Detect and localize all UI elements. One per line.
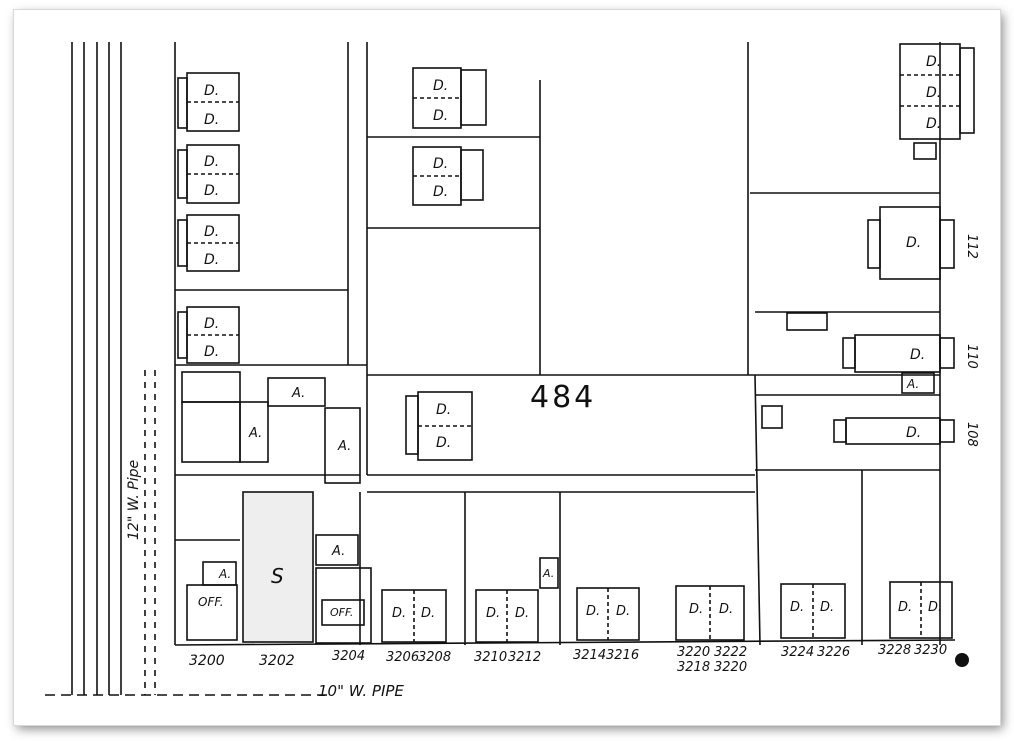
left-boundary-lines — [71, 42, 156, 695]
building-code: D. — [928, 600, 942, 615]
accessory-label: A. — [337, 439, 351, 454]
building-code: D. — [421, 606, 435, 621]
building-code: D. — [790, 600, 804, 615]
building-code: D. — [204, 183, 219, 199]
side-address: 112 — [964, 234, 979, 259]
address-number: 3216 — [606, 648, 639, 663]
building-code: D. — [204, 316, 219, 332]
building-code: D. — [204, 344, 219, 360]
left-houses — [177, 72, 240, 364]
building-code: D. — [436, 402, 451, 418]
office-label: OFF. — [198, 595, 224, 609]
block-number: 484 — [530, 380, 596, 415]
building-code: D. — [433, 156, 448, 172]
street-pipe-label: 10" W. PIPE — [318, 682, 404, 700]
building-code: D. — [204, 252, 219, 268]
building-code: D. — [898, 600, 912, 615]
building-code: D. — [436, 435, 451, 451]
address-number: 3212 — [508, 650, 541, 665]
building-code: D. — [392, 606, 406, 621]
building-code: D. — [204, 112, 219, 128]
side-pipe-label: 12" W. Pipe — [126, 460, 142, 540]
address-number: 3224 — [781, 645, 814, 660]
address-number: 3204 — [332, 649, 365, 664]
building-code: D. — [433, 108, 448, 124]
building-code: D. — [204, 224, 219, 240]
side-address: 110 — [964, 344, 979, 369]
building-code: D. — [689, 602, 703, 617]
building-code: D. — [486, 606, 500, 621]
accessory-label: A. — [291, 386, 305, 401]
address-number: 3208 — [418, 650, 451, 665]
building-code: D. — [433, 184, 448, 200]
building-code: D. — [926, 116, 941, 132]
address-number: 3210 — [474, 650, 507, 665]
address-number: 3206 — [386, 650, 419, 665]
address-number: 3220 — [714, 660, 747, 675]
building-code: D. — [515, 606, 529, 621]
address-number: 3214 — [573, 648, 606, 663]
address-number: 3202 — [259, 653, 295, 669]
side-address: 108 — [964, 422, 979, 447]
lower-left-commercial — [181, 371, 559, 644]
accessory-label: A. — [248, 426, 262, 441]
block-lines — [174, 42, 956, 646]
building-code: D. — [433, 78, 448, 94]
accessory-label: A. — [331, 544, 345, 559]
address-number: 3200 — [189, 653, 225, 669]
address-number: 3230 — [914, 643, 947, 658]
accessory-label: A. — [542, 567, 554, 580]
building-code: D. — [910, 347, 925, 363]
store-label: S — [271, 564, 284, 588]
address-number: 3226 — [817, 645, 850, 660]
building-code: D. — [719, 602, 733, 617]
bottom-houses — [381, 581, 953, 643]
address-number: 3220 — [677, 645, 710, 660]
accessory-label: A. — [218, 567, 231, 581]
address-number: 3228 — [878, 643, 911, 658]
building-code: D. — [926, 54, 941, 70]
right-houses — [761, 43, 975, 445]
building-code: D. — [926, 85, 941, 101]
address-number: 3222 — [714, 645, 747, 660]
building-code: D. — [204, 83, 219, 99]
building-code: D. — [616, 604, 630, 619]
building-code: D. — [906, 425, 921, 441]
upper-middle-houses — [412, 67, 487, 206]
office-label: OFF. — [330, 606, 353, 619]
building-code: D. — [204, 154, 219, 170]
address-number: 3218 — [677, 660, 710, 675]
accessory-label: A. — [906, 377, 919, 391]
building-code: D. — [820, 600, 834, 615]
center-house — [405, 391, 473, 461]
building-code: D. — [906, 235, 921, 251]
building-code: D. — [586, 604, 600, 619]
corner-marker — [955, 653, 969, 667]
